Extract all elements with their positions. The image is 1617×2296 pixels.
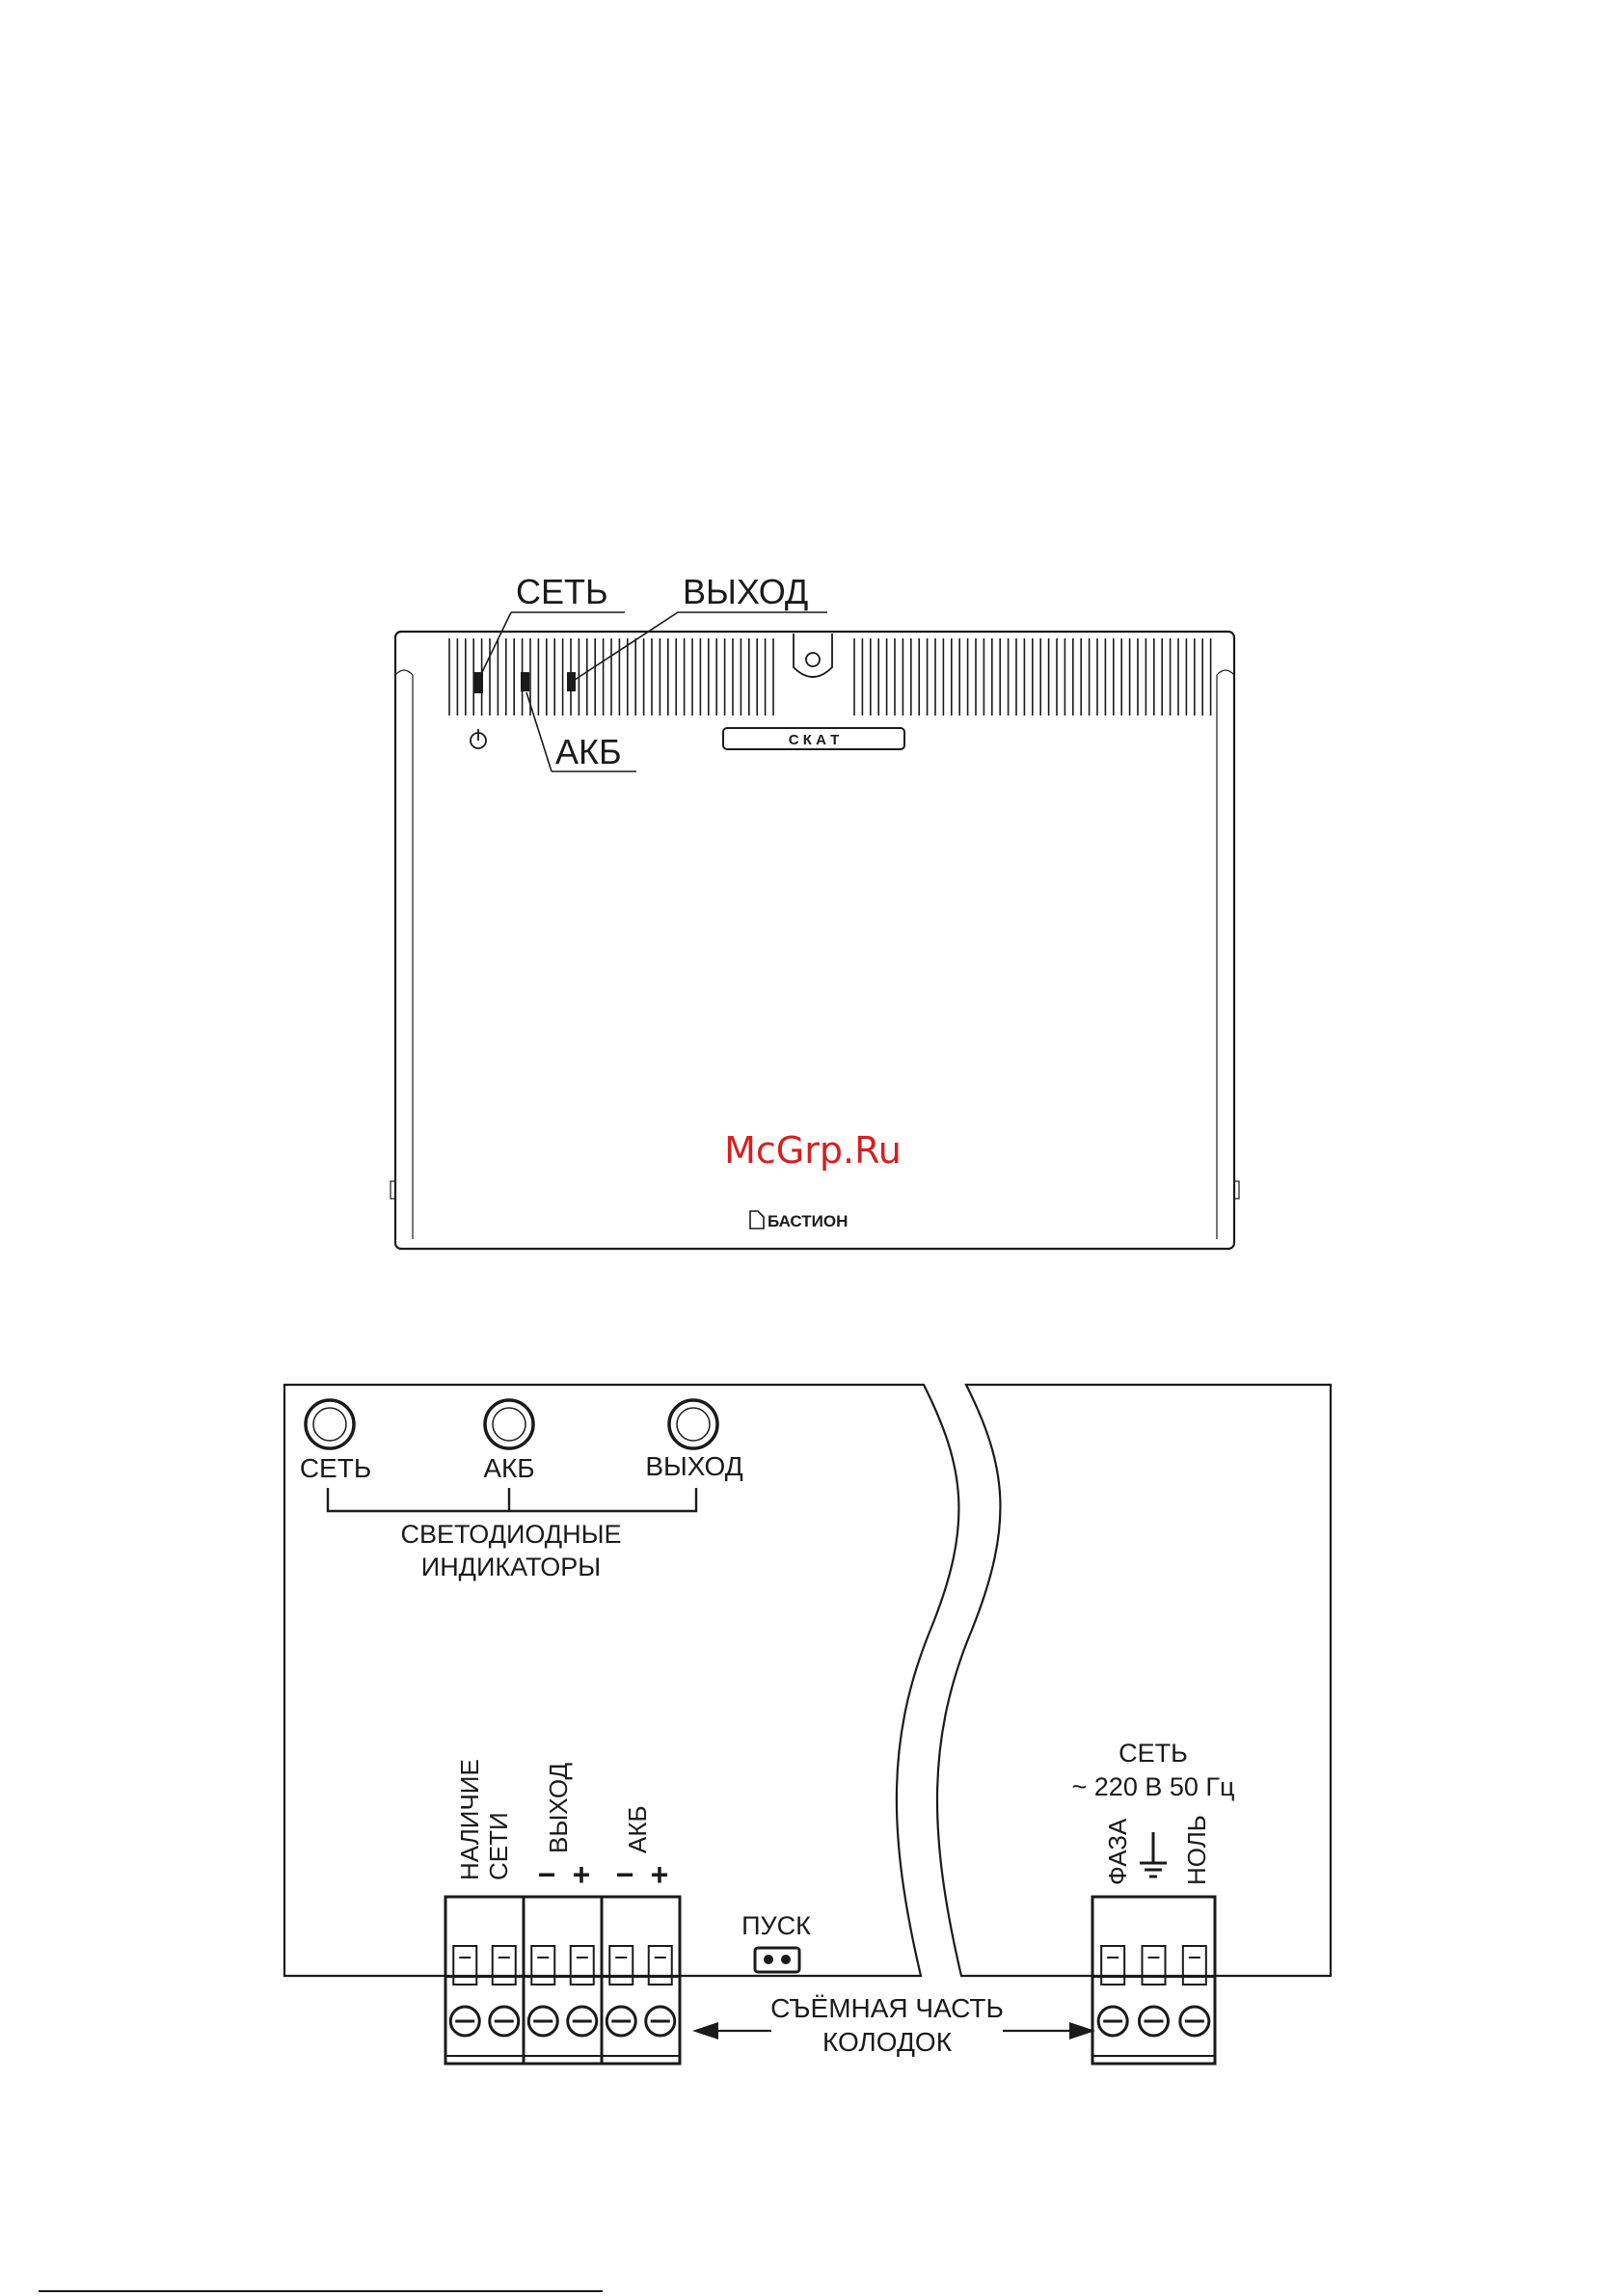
callout-vyhod-label: ВЫХОД bbox=[683, 572, 808, 611]
power-icon bbox=[471, 729, 486, 748]
terminal-clamp bbox=[649, 1946, 672, 1985]
led-bracket bbox=[328, 1488, 696, 1511]
terminal-block-right bbox=[1092, 1897, 1215, 2064]
led-indicator-set bbox=[306, 1400, 354, 1448]
vent-slots-left bbox=[449, 638, 773, 716]
terminal-block-body bbox=[1092, 1897, 1215, 2064]
svg-text:БАСТИОН: БАСТИОН bbox=[768, 1212, 848, 1230]
svg-text:С К А Т: С К А Т bbox=[789, 732, 840, 748]
led-indicator-akb bbox=[485, 1400, 533, 1448]
terminal-clamp bbox=[571, 1946, 594, 1985]
product-nameplate: С К А Т bbox=[723, 728, 904, 749]
terminal-block-left bbox=[445, 1897, 680, 2064]
led-caption-line1: СВЕТОДИОДНЫЕ bbox=[401, 1520, 622, 1549]
terminal-block-body bbox=[445, 1897, 680, 2064]
brand-logo: БАСТИОН bbox=[750, 1211, 848, 1230]
mount-hole-icon bbox=[794, 634, 832, 677]
removable-label-line2: КОЛОДОК bbox=[822, 2027, 953, 2057]
led-indicator-vyhod bbox=[669, 1400, 717, 1448]
board-view: СЕТЬ АКБ ВЫХОД СВЕТОДИОДНЫЕ ИНДИКАТОРЫ Н… bbox=[284, 1385, 1331, 2064]
enclosure-view: СЕТЬ ВЫХОД АКБ С К А Т McGrp.Ru БАСТИОН bbox=[391, 572, 1239, 1249]
mains-label-nol: НОЛЬ bbox=[1182, 1815, 1211, 1885]
led-label-akb: АКБ bbox=[483, 1453, 534, 1483]
mains-title: СЕТЬ bbox=[1118, 1739, 1188, 1768]
terminal-clamp bbox=[453, 1946, 476, 1985]
led-vyhod-mark bbox=[567, 672, 576, 691]
mains-spec: ~ 220 В 50 Гц bbox=[1072, 1772, 1235, 1801]
pusk-label: ПУСК bbox=[741, 1911, 811, 1940]
led-akb-mark bbox=[521, 672, 529, 691]
led-set-mark bbox=[474, 672, 483, 693]
polarity-vyhod-plus: + bbox=[573, 1857, 591, 1892]
terminal-label-seti: СЕТИ bbox=[484, 1812, 513, 1880]
terminal-clamp bbox=[1101, 1946, 1124, 1985]
pusk-jumper bbox=[755, 1948, 799, 1972]
ground-icon bbox=[1140, 1832, 1167, 1877]
callout-set-label: СЕТЬ bbox=[516, 572, 608, 611]
arrow-right-icon bbox=[1003, 2022, 1095, 2039]
polarity-akb-minus: − bbox=[616, 1857, 634, 1892]
terminal-label-vyhod: ВЫХОД bbox=[544, 1763, 573, 1853]
led-caption-line2: ИНДИКАТОРЫ bbox=[421, 1553, 601, 1581]
terminal-label-akb: АКБ bbox=[623, 1805, 652, 1853]
arrow-left-icon bbox=[692, 2022, 771, 2039]
terminal-clamp bbox=[531, 1946, 554, 1985]
terminal-clamp bbox=[609, 1946, 633, 1985]
mains-label-faza: ФАЗА bbox=[1103, 1818, 1132, 1885]
led-label-vyhod: ВЫХОД bbox=[645, 1451, 742, 1481]
terminal-clamp bbox=[1143, 1946, 1166, 1985]
callout-akb-label: АКБ bbox=[555, 732, 622, 771]
polarity-akb-plus: + bbox=[651, 1857, 669, 1892]
led-label-set: СЕТЬ bbox=[300, 1453, 371, 1483]
terminal-clamp bbox=[493, 1946, 516, 1985]
watermark-text: McGrp.Ru bbox=[724, 1129, 902, 1172]
vent-slots-right bbox=[854, 638, 1211, 716]
terminal-clamp bbox=[1183, 1946, 1206, 1985]
board-outline-right bbox=[937, 1385, 1331, 1976]
terminal-label-nalichie: НАЛИЧИЕ bbox=[455, 1759, 484, 1880]
removable-label-line1: СЪЁМНАЯ ЧАСТЬ bbox=[770, 1993, 1004, 2023]
polarity-vyhod-minus: − bbox=[538, 1857, 556, 1892]
